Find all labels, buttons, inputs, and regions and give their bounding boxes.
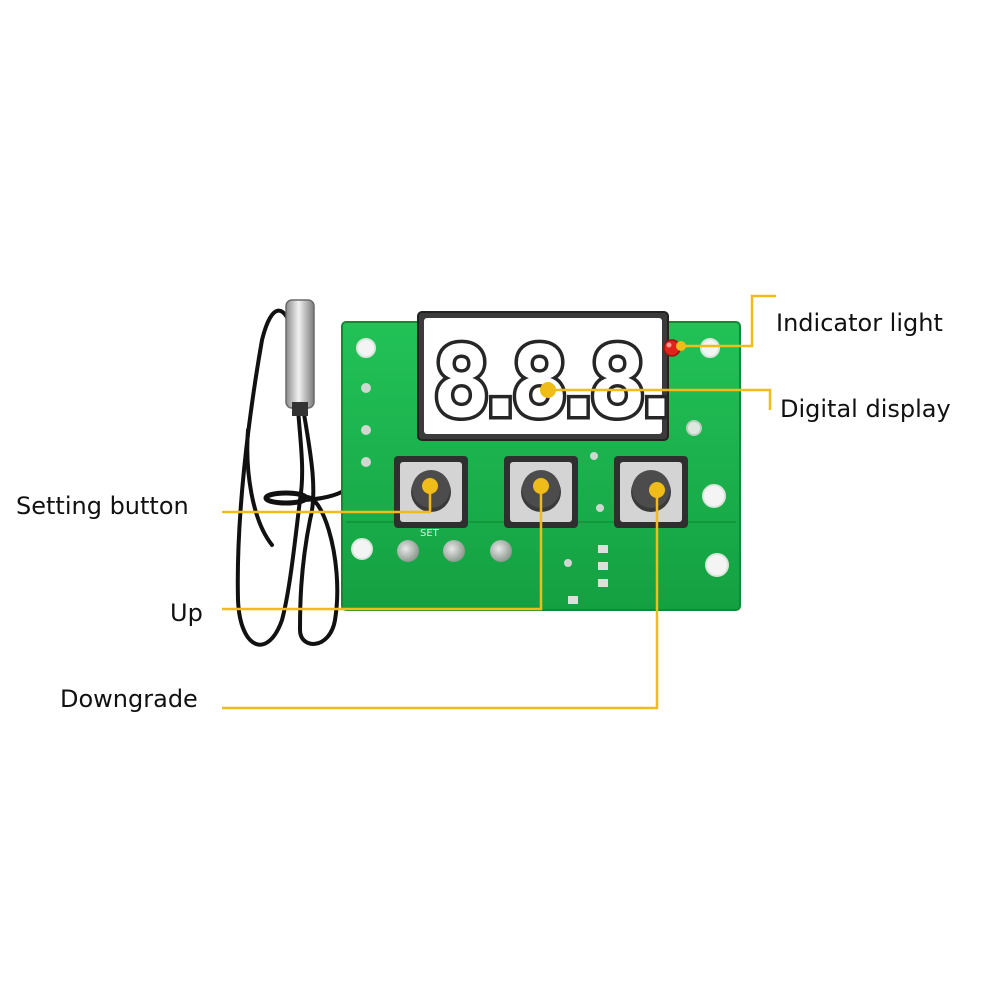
solder-pad	[596, 504, 604, 512]
mounting-hole	[351, 538, 373, 560]
dot-display	[540, 382, 556, 398]
dot-up	[533, 478, 549, 494]
smd-pad	[568, 596, 578, 604]
leader-display	[548, 388, 772, 410]
mounting-hole	[700, 338, 720, 358]
mounting-hole	[705, 553, 729, 577]
callout-indicator-light: Indicator light	[776, 309, 943, 337]
mounting-hole	[702, 484, 726, 508]
digital-display-module: 8.8.8.	[417, 311, 690, 444]
leader-down	[222, 490, 659, 710]
callout-digital-display: Digital display	[780, 395, 951, 423]
dot-setting	[422, 478, 438, 494]
solder-pad	[361, 383, 371, 393]
sensor-cable	[235, 308, 347, 647]
callout-setting-button: Setting button	[16, 492, 189, 520]
temperature-probe	[285, 299, 315, 416]
dot-down	[649, 482, 665, 498]
display-digits: 8.8.8.	[432, 326, 666, 440]
solder-pad	[361, 457, 371, 467]
callout-up: Up	[170, 599, 203, 627]
callout-dots	[422, 341, 686, 498]
solder-pad	[397, 540, 419, 562]
smd-pad	[598, 545, 608, 553]
leader-setting	[222, 486, 432, 514]
indicator-led	[663, 339, 681, 357]
mounting-hole	[356, 338, 376, 358]
callout-leaders	[222, 294, 776, 710]
dot-indicator	[676, 341, 686, 351]
solder-pad	[490, 540, 512, 562]
leader-indicator	[681, 294, 776, 348]
smd-pad	[598, 562, 608, 570]
callout-downgrade: Downgrade	[60, 685, 198, 713]
mounting-hole	[686, 420, 702, 436]
smd-pad	[598, 579, 608, 587]
leader-up	[222, 486, 543, 611]
solder-pad	[564, 559, 572, 567]
solder-pad	[590, 452, 598, 460]
solder-pad	[443, 540, 465, 562]
solder-pad	[361, 425, 371, 435]
silkscreen-set-label: SET	[420, 528, 440, 539]
